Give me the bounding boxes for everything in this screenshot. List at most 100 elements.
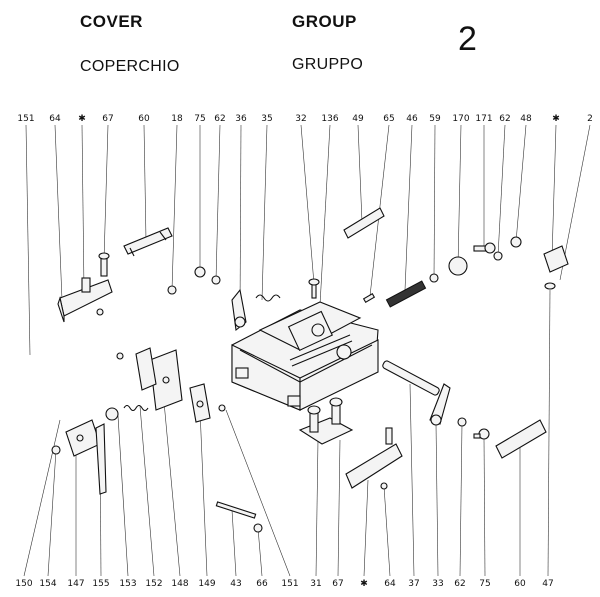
callout-top-14: 46: [406, 114, 418, 124]
leader-top-2: [81, 124, 85, 291]
leader-top-14: [404, 124, 413, 291]
shaft-part-46: [385, 280, 427, 308]
leader-bottom-9: [257, 527, 263, 577]
latch-part-60-top: [123, 227, 173, 257]
leader-top-8: [239, 124, 242, 311]
callout-top-10: 32: [295, 114, 306, 124]
plate-part-49: [343, 207, 385, 239]
leader-top-15: [433, 124, 436, 279]
screw-part-154: [51, 445, 61, 455]
leader-top-0: [25, 124, 31, 356]
leader-top-16: [457, 124, 462, 267]
callout-bottom-18: 75: [479, 579, 490, 589]
callout-top-8: 36: [235, 114, 247, 124]
leader-top-1: [54, 124, 63, 301]
callout-top-5: 18: [171, 114, 183, 124]
title-italian: COPERCHIO: [80, 58, 180, 75]
parts-drawings: [51, 207, 569, 533]
group-label-english: GROUP: [292, 12, 357, 31]
leader-bottom-10: [225, 409, 291, 577]
callout-bottom-6: 148: [171, 579, 188, 589]
callout-top-20: ✱: [552, 114, 560, 124]
bracket-part-64-bottom: [345, 427, 403, 490]
callout-bottom-9: 66: [256, 579, 268, 589]
leader-bottom-13: [363, 479, 369, 577]
plate-part-148: [149, 349, 183, 411]
leader-bottom-1: [47, 449, 57, 577]
group-number: 2: [458, 20, 477, 58]
callout-bottom-0: 150: [15, 579, 32, 589]
callout-bottom-11: 31: [310, 579, 321, 589]
callout-bottom-17: 62: [454, 579, 465, 589]
callout-top-2: ✱: [78, 114, 86, 124]
callout-top-17: 171: [475, 114, 492, 124]
callout-top-11: 136: [321, 114, 338, 124]
leader-top-18: [497, 124, 506, 257]
group-label-italian: GRUPPO: [292, 56, 364, 73]
callout-top-12: 49: [352, 114, 364, 124]
callout-top-16: 170: [452, 114, 469, 124]
callout-bottom-15: 37: [408, 579, 419, 589]
callout-bottom-16: 33: [432, 579, 443, 589]
leader-bottom-7: [199, 409, 208, 577]
callout-bottom-8: 43: [230, 579, 241, 589]
nut-part-48: [510, 236, 522, 248]
leader-top-19: [515, 124, 527, 243]
clip-part-66: [253, 523, 263, 533]
callout-top-9: 35: [261, 114, 272, 124]
leader-bottom-18: [483, 437, 486, 577]
leader-bottom-4: [117, 415, 129, 577]
leader-top-5: [171, 124, 178, 291]
washer-part-62-bottom: [457, 417, 467, 427]
leader-bottom-15: [409, 383, 415, 577]
leader-bottom-12: [337, 439, 341, 577]
spring-part-35: [255, 294, 281, 302]
leader-top-12: [357, 124, 363, 223]
callout-bottom-2: 147: [67, 579, 84, 589]
screw-part-67: [98, 252, 110, 277]
leader-top-3: [103, 124, 109, 261]
spring-part-152: [123, 404, 149, 412]
plate-part-149: [189, 383, 211, 423]
leader-bottom-6: [161, 379, 181, 577]
callout-bottom-19: 60: [514, 579, 526, 589]
callout-top-21: 2: [587, 114, 593, 124]
callout-bottom-5: 152: [145, 579, 162, 589]
leader-bottom-14: [383, 485, 391, 577]
screw-part-171: [473, 242, 496, 254]
callout-top-1: 64: [49, 114, 61, 124]
lever-part-155: [95, 423, 107, 495]
callout-bottom-3: 155: [92, 579, 109, 589]
leader-top-10: [300, 124, 315, 285]
callout-top-19: 48: [520, 114, 532, 124]
title-english: COVER: [80, 12, 143, 31]
callout-top-18: 62: [499, 114, 510, 124]
washer-part-62: [211, 275, 221, 285]
leader-top-9: [261, 124, 268, 301]
leader-bottom-17: [459, 423, 463, 577]
leader-bottom-0: [23, 419, 61, 577]
bracket-part-64: [57, 277, 113, 323]
leader-top-20: [551, 124, 557, 259]
lever-part-33: [429, 383, 451, 426]
knob-part-75: [194, 266, 206, 278]
callout-bottom-14: 64: [384, 579, 396, 589]
callout-top-4: 60: [138, 114, 150, 124]
rod-part-37: [382, 360, 440, 396]
pin-part-65: [362, 293, 376, 303]
callout-bottom-20: 47: [542, 579, 553, 589]
bracket-part-151: [135, 347, 157, 391]
screw-part-left: [116, 352, 124, 360]
callout-top-0: 151: [17, 114, 34, 124]
callout-bottom-1: 154: [39, 579, 56, 589]
lever-part-36: [231, 288, 247, 332]
leader-bottom-16: [435, 423, 439, 577]
pin-part-32: [308, 278, 320, 299]
gear-part-170: [448, 256, 468, 276]
callout-bottom-4: 153: [119, 579, 136, 589]
callout-top-15: 59: [429, 114, 441, 124]
leader-bottom-20: [547, 289, 551, 577]
callout-top-7: 62: [214, 114, 225, 124]
leader-top-11: [319, 124, 331, 306]
